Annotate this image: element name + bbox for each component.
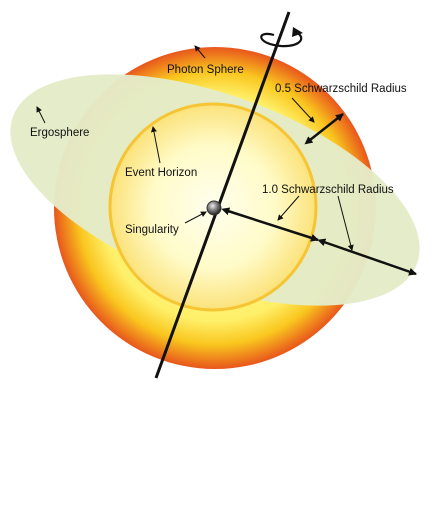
rotation-arrow-icon	[260, 27, 303, 48]
half-radius-arrow	[304, 113, 344, 145]
rotation-axis	[154, 11, 291, 379]
photon-sphere-label: Photon Sphere	[167, 64, 244, 76]
singularity-label: Singularity	[125, 224, 179, 236]
one-radius-arrow-outer	[317, 238, 417, 276]
event-horizon-label: Event Horizon	[125, 167, 197, 179]
one-radius-leader-left	[277, 195, 300, 221]
ergosphere-label: Ergosphere	[30, 127, 89, 139]
event-horizon-leader	[151, 126, 161, 164]
half-radius-leader	[291, 97, 315, 123]
photon-sphere-leader	[194, 45, 206, 59]
singularity-dot	[206, 200, 222, 216]
one-radius-label: 1.0 Schwarzschild Radius	[262, 184, 394, 196]
ergosphere-leader	[36, 106, 46, 124]
half-radius-label: 0.5 Schwarzschild Radius	[275, 83, 407, 95]
singularity-leader	[184, 211, 207, 224]
one-radius-arrow-inner	[221, 207, 319, 242]
one-radius-leader-right	[337, 195, 354, 251]
